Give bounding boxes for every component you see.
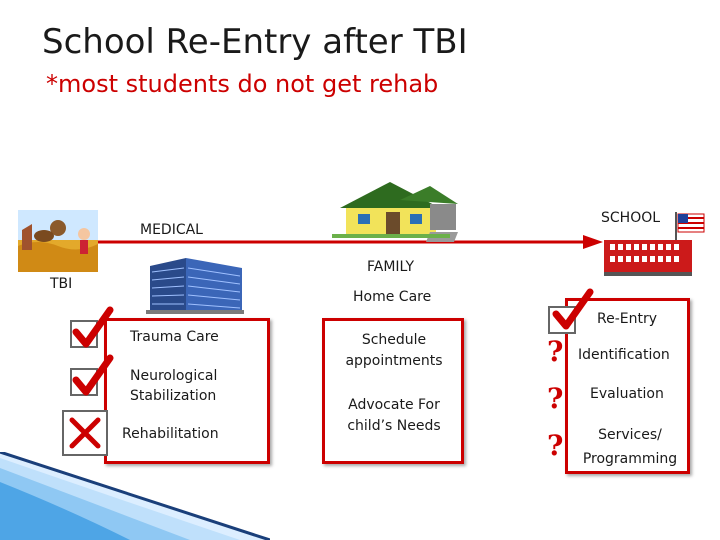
family-box bbox=[322, 318, 464, 464]
page-title: School Re-Entry after TBI bbox=[42, 22, 468, 62]
question-mark-icon: ? bbox=[547, 335, 564, 368]
question-mark-icon: ? bbox=[547, 382, 564, 415]
decorative-swoosh bbox=[0, 452, 270, 540]
check-icon bbox=[72, 354, 114, 396]
medical-label: MEDICAL bbox=[140, 222, 203, 238]
check-icon bbox=[552, 288, 594, 330]
school-item-evaluation: Evaluation bbox=[590, 386, 664, 402]
timeline-arrow bbox=[95, 235, 603, 249]
school-item-identification: Identification bbox=[578, 347, 670, 363]
re-entry-label: Re-Entry bbox=[597, 311, 658, 327]
x-mark-icon bbox=[69, 417, 101, 449]
hospital-building-icon bbox=[146, 258, 244, 314]
question-mark-icon: ? bbox=[547, 429, 564, 462]
school-label: SCHOOL bbox=[601, 210, 661, 226]
tbi-label: TBI bbox=[50, 276, 73, 292]
medical-item-trauma-care: Trauma Care bbox=[130, 329, 219, 345]
family-label: FAMILY bbox=[367, 259, 415, 275]
school-building-icon bbox=[604, 212, 705, 276]
medical-item-rehabilitation: Rehabilitation bbox=[122, 426, 219, 442]
house-icon bbox=[332, 182, 458, 242]
medical-box bbox=[104, 318, 270, 464]
family-item-advocate: Advocate For child’s Needs bbox=[347, 397, 441, 434]
school-box bbox=[565, 298, 690, 474]
medical-item-neurological-stabilization: Neurological Stabilization bbox=[130, 368, 218, 404]
home-care-label: Home Care bbox=[353, 289, 432, 305]
page-subtitle: *most students do not get rehab bbox=[46, 70, 439, 98]
school-item-services-programming: Services/ Programming bbox=[582, 427, 678, 467]
check-icon bbox=[72, 306, 114, 348]
child-playing-illustration bbox=[18, 210, 98, 272]
family-item-schedule-appointments: Schedule appointments bbox=[345, 332, 443, 369]
